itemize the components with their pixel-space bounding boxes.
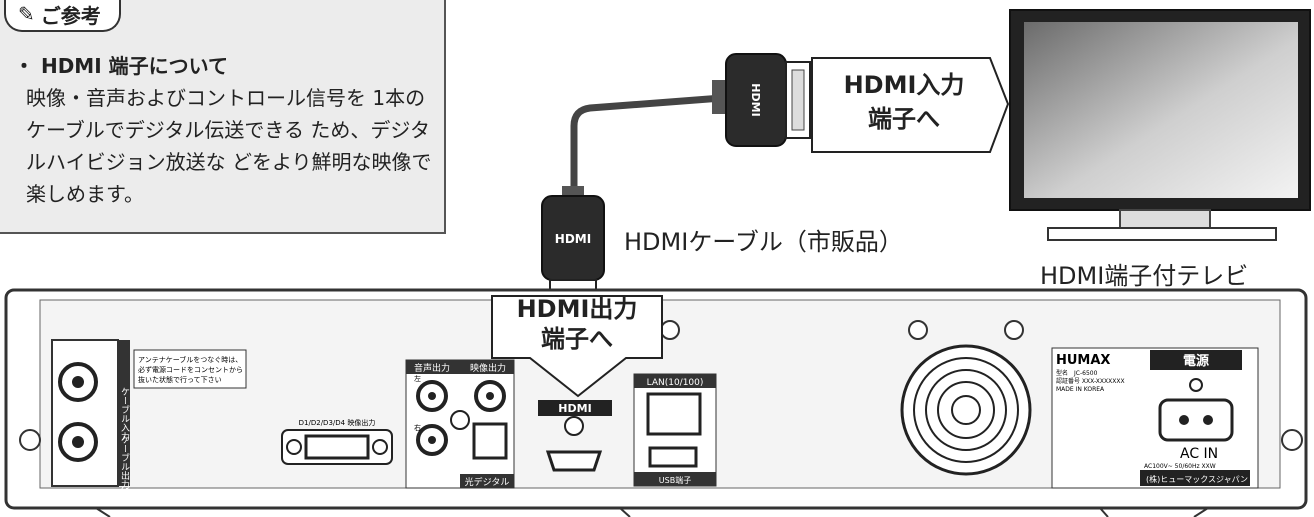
ac-in-label: AC IN bbox=[1180, 446, 1218, 462]
ac-spec-label: AC100V~ 50/60Hz XXW bbox=[1144, 463, 1216, 470]
audio-left-label: 左 bbox=[414, 374, 421, 383]
d-terminal-label: D1/D2/D3/D4 映像出力 bbox=[299, 418, 376, 427]
hdmi-output-callout-text: HDMI出力 端子へ bbox=[516, 295, 638, 353]
note-title: ・ HDMI 端子について bbox=[14, 54, 229, 78]
svg-text:HDMI: HDMI bbox=[749, 83, 762, 116]
hdmi-cable-wire bbox=[570, 94, 723, 195]
hdmi-plug-recorder: HDMI bbox=[541, 186, 605, 303]
optical-label: 光デジタル bbox=[465, 476, 510, 488]
note-body: 映像・音声およびコントロール信号を 1本のケーブルでデジタル伝送できる ため、デ… bbox=[26, 86, 432, 206]
cable-label: HDMIケーブル（市販品） bbox=[624, 228, 903, 256]
reference-note: ✎ ご参考 ・ HDMI 端子について 映像・音声およびコントロール信号を 1本… bbox=[0, 0, 446, 234]
video-out-label: 映像出力 bbox=[470, 362, 506, 374]
pencil-icon: ✎ bbox=[18, 2, 35, 26]
model-line-3: MADE IN KOREA bbox=[1056, 386, 1105, 393]
svg-text:HDMI: HDMI bbox=[555, 232, 591, 246]
antenna-note-1: アンテナケーブルをつなぐ時は、 bbox=[138, 355, 242, 364]
audio-out-label: 音声出力 bbox=[414, 362, 450, 374]
power-label: 電源 bbox=[1183, 353, 1209, 369]
tv-illustration bbox=[1009, 9, 1311, 241]
model-line-1: 型名 JC-6500 bbox=[1056, 369, 1098, 377]
cable-in-label: ケーブル入力 bbox=[119, 387, 130, 442]
tv-label: HDMI端子付テレビ bbox=[1040, 262, 1249, 290]
hdmi-input-callout bbox=[811, 57, 1010, 153]
maker-label: (株)ヒューマックスジャパン bbox=[1146, 474, 1248, 484]
model-line-2: 認証番号 XXX-XXXXXXX bbox=[1056, 377, 1125, 385]
usb-label: USB端子 bbox=[659, 475, 691, 485]
hdmi-plug-tv: HDMI bbox=[712, 53, 811, 147]
hdmi-input-callout-text: HDMI入力 端子へ bbox=[843, 71, 965, 133]
antenna-note-2: 必ず電源コードをコンセントから bbox=[138, 365, 243, 374]
hdmi-port-logo: HDMI bbox=[558, 402, 591, 415]
note-tag: ✎ ご参考 bbox=[4, 0, 121, 32]
cable-out-label: ケーブル出力 bbox=[119, 435, 130, 490]
antenna-note-3: 抜いた状態で行って下さい bbox=[138, 375, 222, 384]
hdmi-output-callout bbox=[491, 295, 663, 398]
audio-right-label: 右 bbox=[414, 423, 421, 432]
brand-label: HUMAX bbox=[1056, 353, 1110, 368]
lan-label: LAN(10/100) bbox=[647, 378, 704, 388]
note-tag-label: ご参考 bbox=[40, 3, 101, 28]
